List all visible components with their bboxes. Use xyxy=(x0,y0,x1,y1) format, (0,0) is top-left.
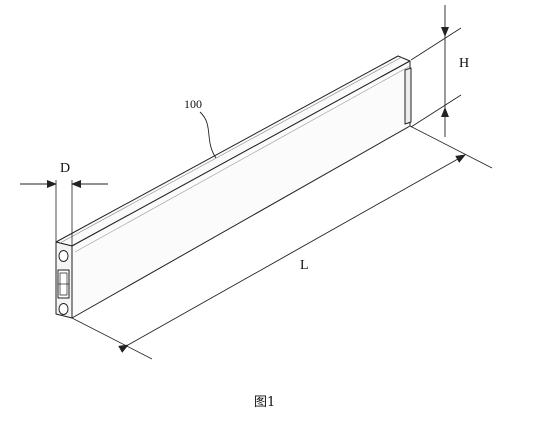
height-extension-top xyxy=(410,27,462,61)
length-dim-line xyxy=(118,154,466,353)
terminal-hole-top xyxy=(58,250,69,262)
part-number-leader xyxy=(199,111,217,159)
part-number-label: 100 xyxy=(184,97,202,111)
height-label: H xyxy=(459,56,470,71)
long-side-face xyxy=(71,60,411,319)
terminal-hole-bottom xyxy=(58,303,69,315)
length-extension-far xyxy=(409,125,493,169)
depth-label: D xyxy=(60,161,71,176)
far-end-tab xyxy=(404,67,412,125)
side-edge-inner xyxy=(74,65,411,253)
height-extension-bottom xyxy=(410,94,462,128)
top-edge-inner xyxy=(59,56,403,244)
figure-caption: 图1 xyxy=(254,395,276,410)
length-label: L xyxy=(300,258,309,273)
